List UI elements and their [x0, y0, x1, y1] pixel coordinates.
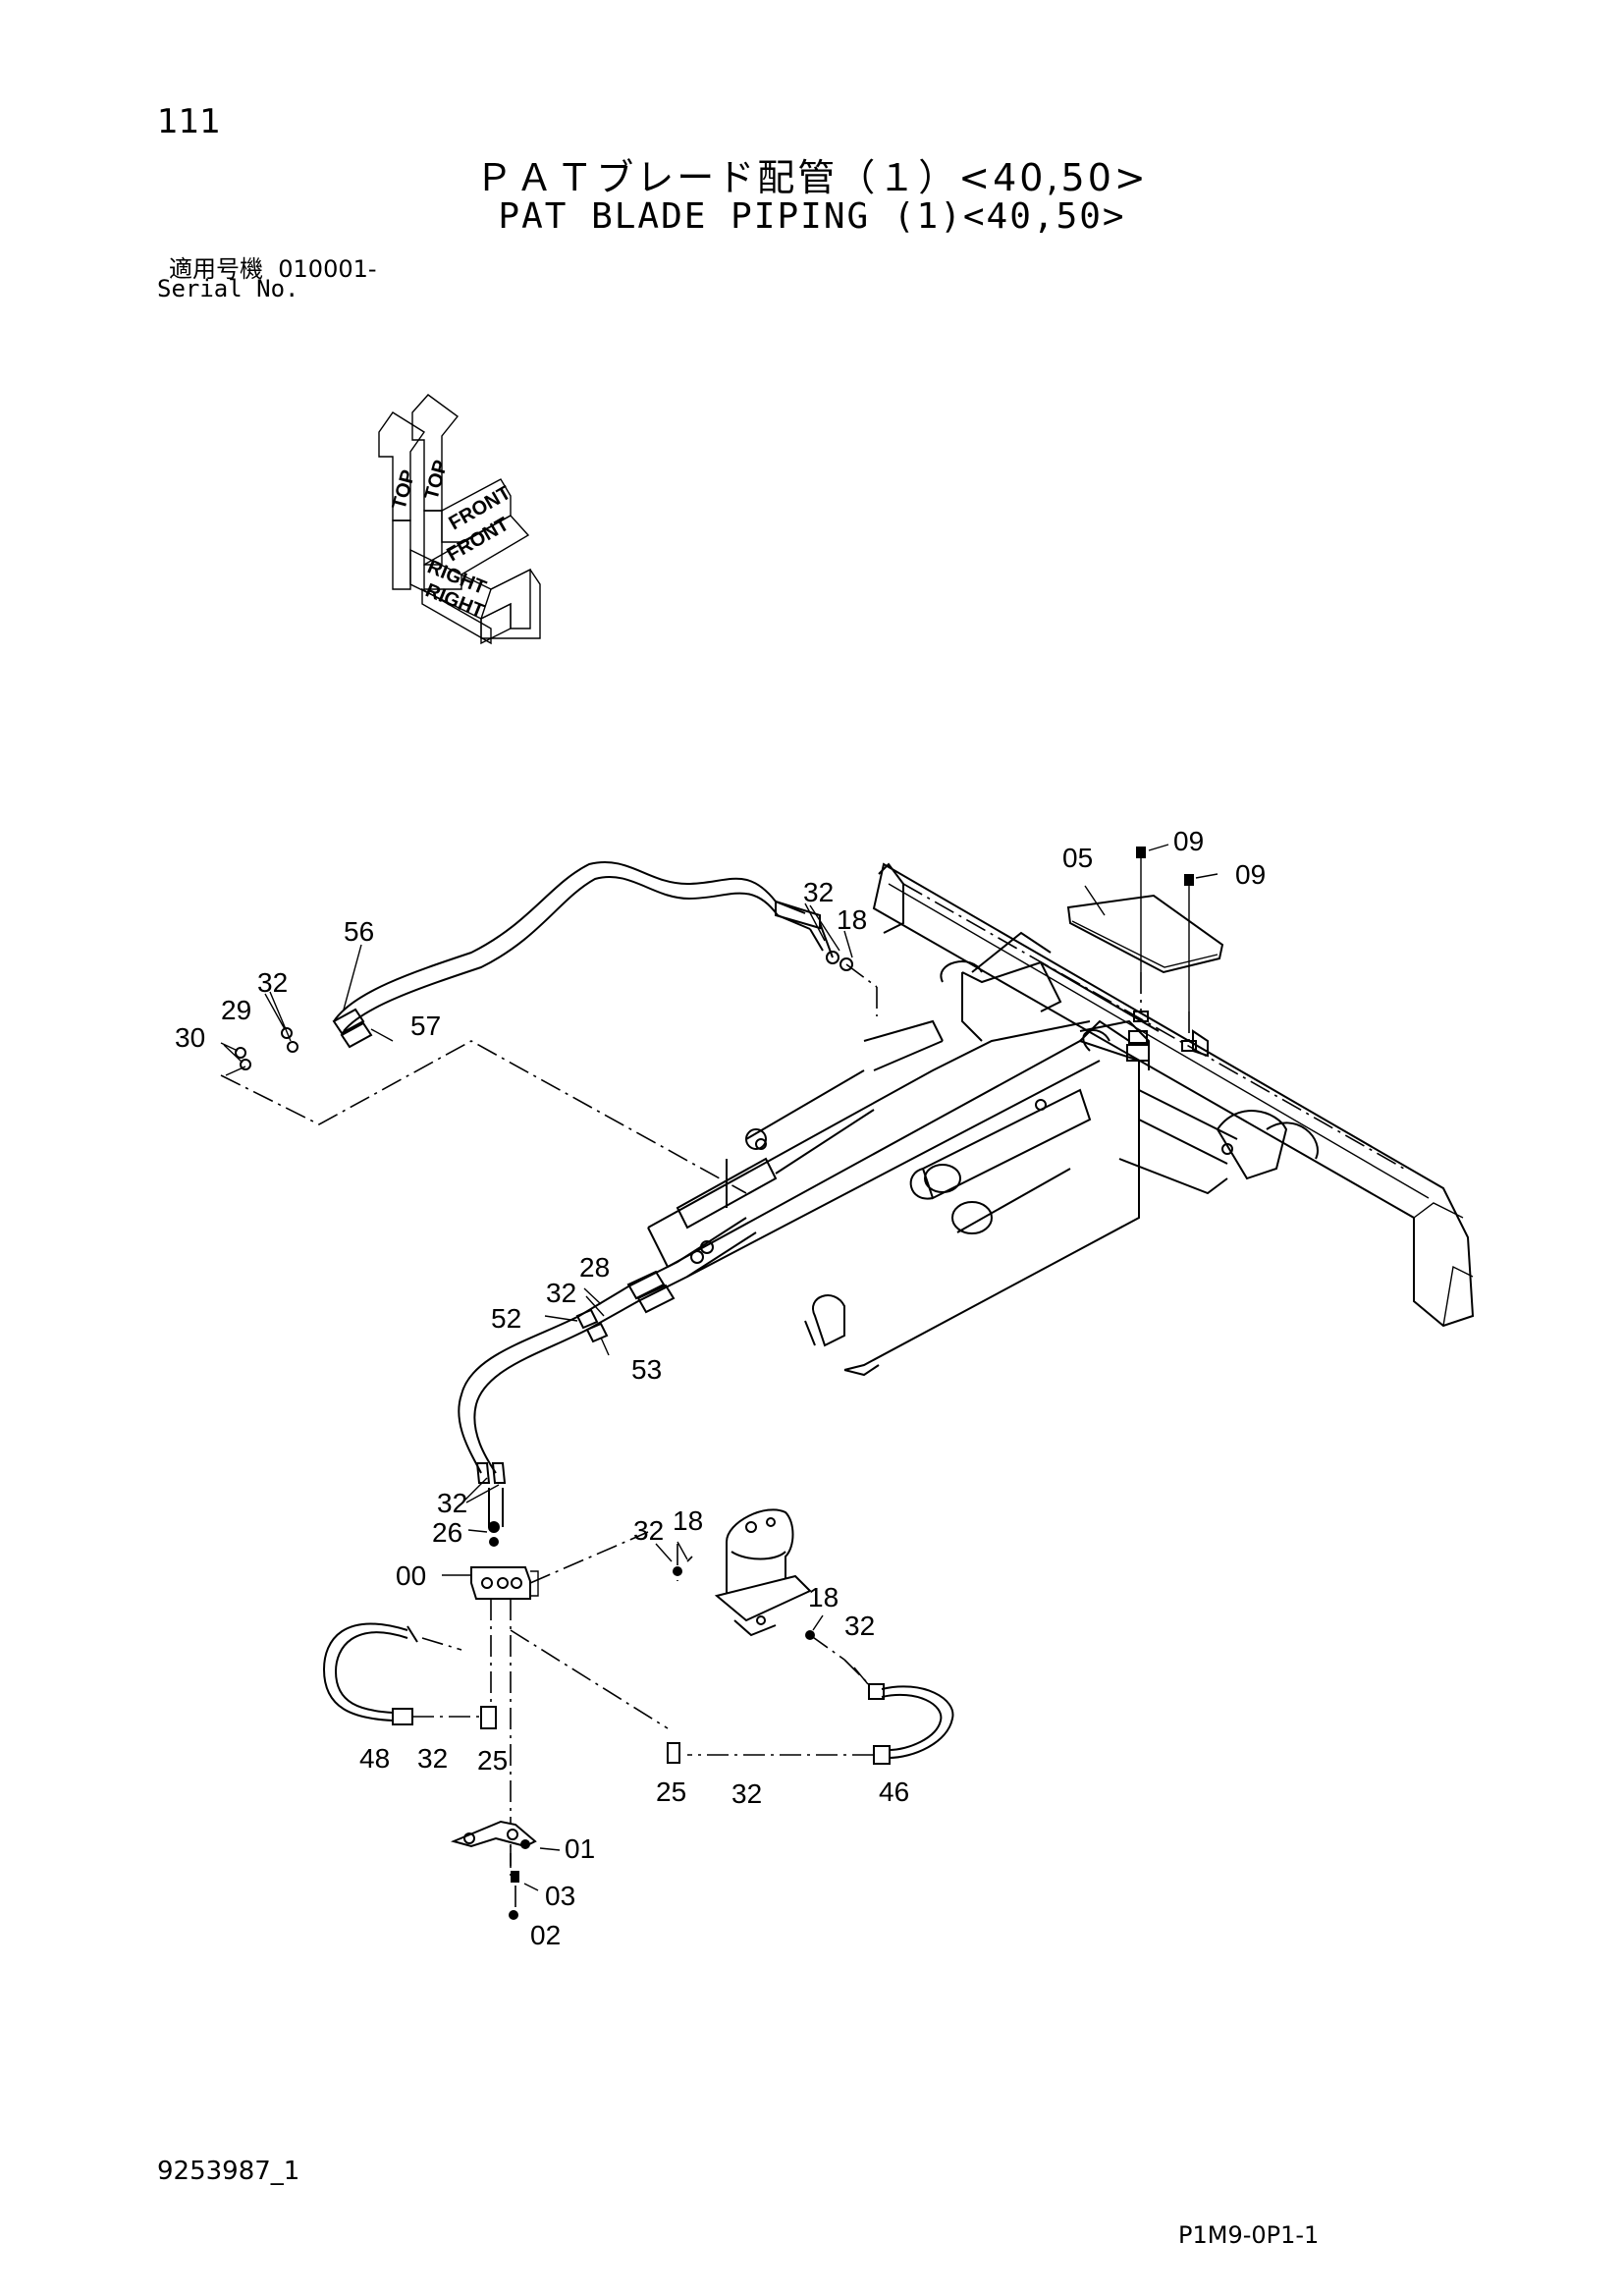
serial-label-japanese: 適用号機 010001- — [169, 249, 377, 284]
callout-32: 32 — [803, 877, 834, 907]
upper-hose-56-57 — [225, 861, 878, 1076]
leader-lines — [220, 885, 1106, 1891]
compass-top-label: TOP — [421, 458, 453, 502]
callout-25: 25 — [477, 1745, 508, 1776]
callout-46: 46 — [879, 1777, 909, 1807]
document-number: 9253987_1 — [157, 2157, 300, 2186]
callout-32: 32 — [633, 1515, 664, 1546]
callout-32: 32 — [257, 967, 288, 998]
orientation-compass-icon: TOP TOP FRONT FRONT RIGHT RIGHT — [378, 394, 541, 645]
callout-03: 03 — [545, 1881, 575, 1911]
page-code: P1M9-0P1-1 — [1178, 2221, 1320, 2249]
title-japanese: ＰＡＴブレード配管（１）<40,50> — [475, 156, 1149, 199]
callout-32: 32 — [844, 1611, 875, 1641]
callout-25: 25 — [656, 1777, 686, 1807]
callout-28: 28 — [579, 1252, 610, 1283]
callout-01: 01 — [565, 1833, 595, 1864]
callout-53: 53 — [631, 1354, 662, 1385]
callout-32: 32 — [546, 1278, 576, 1308]
callout-02: 02 — [530, 1920, 561, 1950]
callout-05: 05 — [1062, 843, 1093, 873]
blade-frame-drawing — [647, 862, 1475, 1377]
callout-30: 30 — [175, 1022, 205, 1053]
page-number: 111 — [157, 102, 221, 141]
swivel-joint-drawing — [673, 1508, 845, 1661]
callout-09: 09 — [1173, 826, 1204, 856]
cover-plate-05 — [1066, 844, 1224, 1052]
callout-57: 57 — [410, 1011, 441, 1041]
middle-hose-52-53 — [458, 1217, 757, 1547]
callout-48: 48 — [359, 1743, 390, 1774]
bracket-01 — [450, 1820, 537, 1920]
lower-hose-48 — [322, 1599, 512, 1866]
callout-labels: 56 32 29 30 57 32 18 05 09 09 28 32 52 5… — [175, 826, 1266, 1950]
callout-18: 18 — [673, 1505, 703, 1536]
title-english: PAT BLADE PIPING (1)<40,50> — [498, 196, 1126, 237]
callout-09: 09 — [1235, 859, 1266, 890]
callout-56: 56 — [344, 916, 374, 947]
callout-32: 32 — [437, 1488, 467, 1518]
callout-26: 26 — [432, 1517, 462, 1548]
callout-52: 52 — [491, 1303, 521, 1334]
serial-label-english: Serial No. — [157, 275, 299, 302]
callout-32: 32 — [417, 1743, 448, 1774]
serial-label-ja-text: 適用号機 — [169, 255, 263, 283]
callout-29: 29 — [221, 995, 251, 1025]
serial-value: 010001- — [278, 255, 377, 283]
callout-18: 18 — [808, 1582, 839, 1613]
callout-18: 18 — [837, 904, 867, 935]
manifold-block-00 — [470, 1566, 539, 1600]
callout-00: 00 — [396, 1560, 426, 1591]
callout-32: 32 — [731, 1778, 762, 1809]
